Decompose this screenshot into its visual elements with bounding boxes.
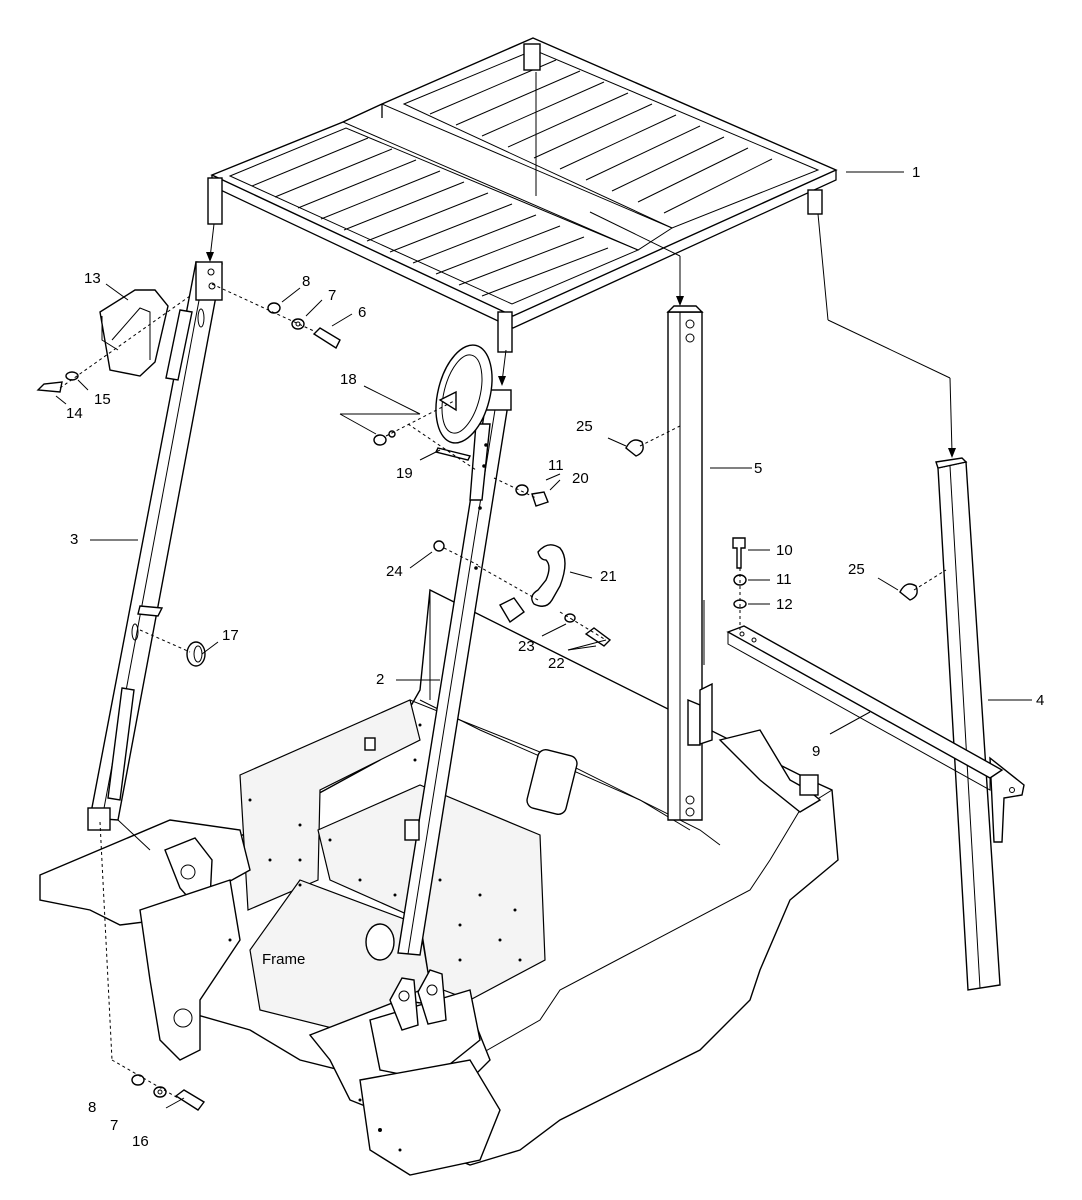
callout-18: 18 <box>340 371 357 388</box>
callout-10: 10 <box>776 542 793 559</box>
callout-25-left: 25 <box>576 418 593 435</box>
callout-5: 5 <box>754 460 762 477</box>
right-front-post <box>397 389 512 956</box>
callout-11-center: 11 <box>548 457 564 474</box>
left-rear-post <box>666 305 705 821</box>
callout-13: 13 <box>84 270 101 287</box>
callout-labels: 1 2 3 4 5 6 7 7 8 8 9 10 11 11 12 13 14 … <box>66 164 1044 1150</box>
callout-2: 2 <box>376 671 384 688</box>
right-rear-post <box>935 457 1025 991</box>
callout-14: 14 <box>66 405 83 422</box>
callout-24: 24 <box>386 563 403 580</box>
callout-16: 16 <box>132 1133 149 1150</box>
assembly-guide-lines <box>206 72 956 458</box>
callout-15: 15 <box>94 391 111 408</box>
callout-17: 17 <box>222 627 239 644</box>
hardware <box>36 283 947 1111</box>
callout-4: 4 <box>1036 692 1044 709</box>
crossmember <box>699 625 1004 791</box>
callout-6: 6 <box>358 304 366 321</box>
callout-7-top: 7 <box>328 287 336 304</box>
callout-11-right: 11 <box>776 571 792 588</box>
callout-19: 19 <box>396 465 413 482</box>
callout-12: 12 <box>776 596 793 613</box>
callout-20: 20 <box>572 470 589 487</box>
frame-label: Frame <box>262 951 305 968</box>
overhead-guard-roof <box>207 37 838 353</box>
callout-8-top: 8 <box>302 273 310 290</box>
callout-3: 3 <box>70 531 78 548</box>
callout-8-bottom: 8 <box>88 1099 96 1116</box>
callout-25-right: 25 <box>848 561 865 578</box>
callout-7-bottom: 7 <box>110 1117 118 1134</box>
callout-22: 22 <box>548 655 565 672</box>
callout-21: 21 <box>600 568 617 585</box>
callout-23: 23 <box>518 638 535 655</box>
leader-lines <box>55 171 1032 1109</box>
callout-9: 9 <box>812 743 820 760</box>
machine-frame <box>39 588 839 1176</box>
callout-1: 1 <box>912 164 920 181</box>
